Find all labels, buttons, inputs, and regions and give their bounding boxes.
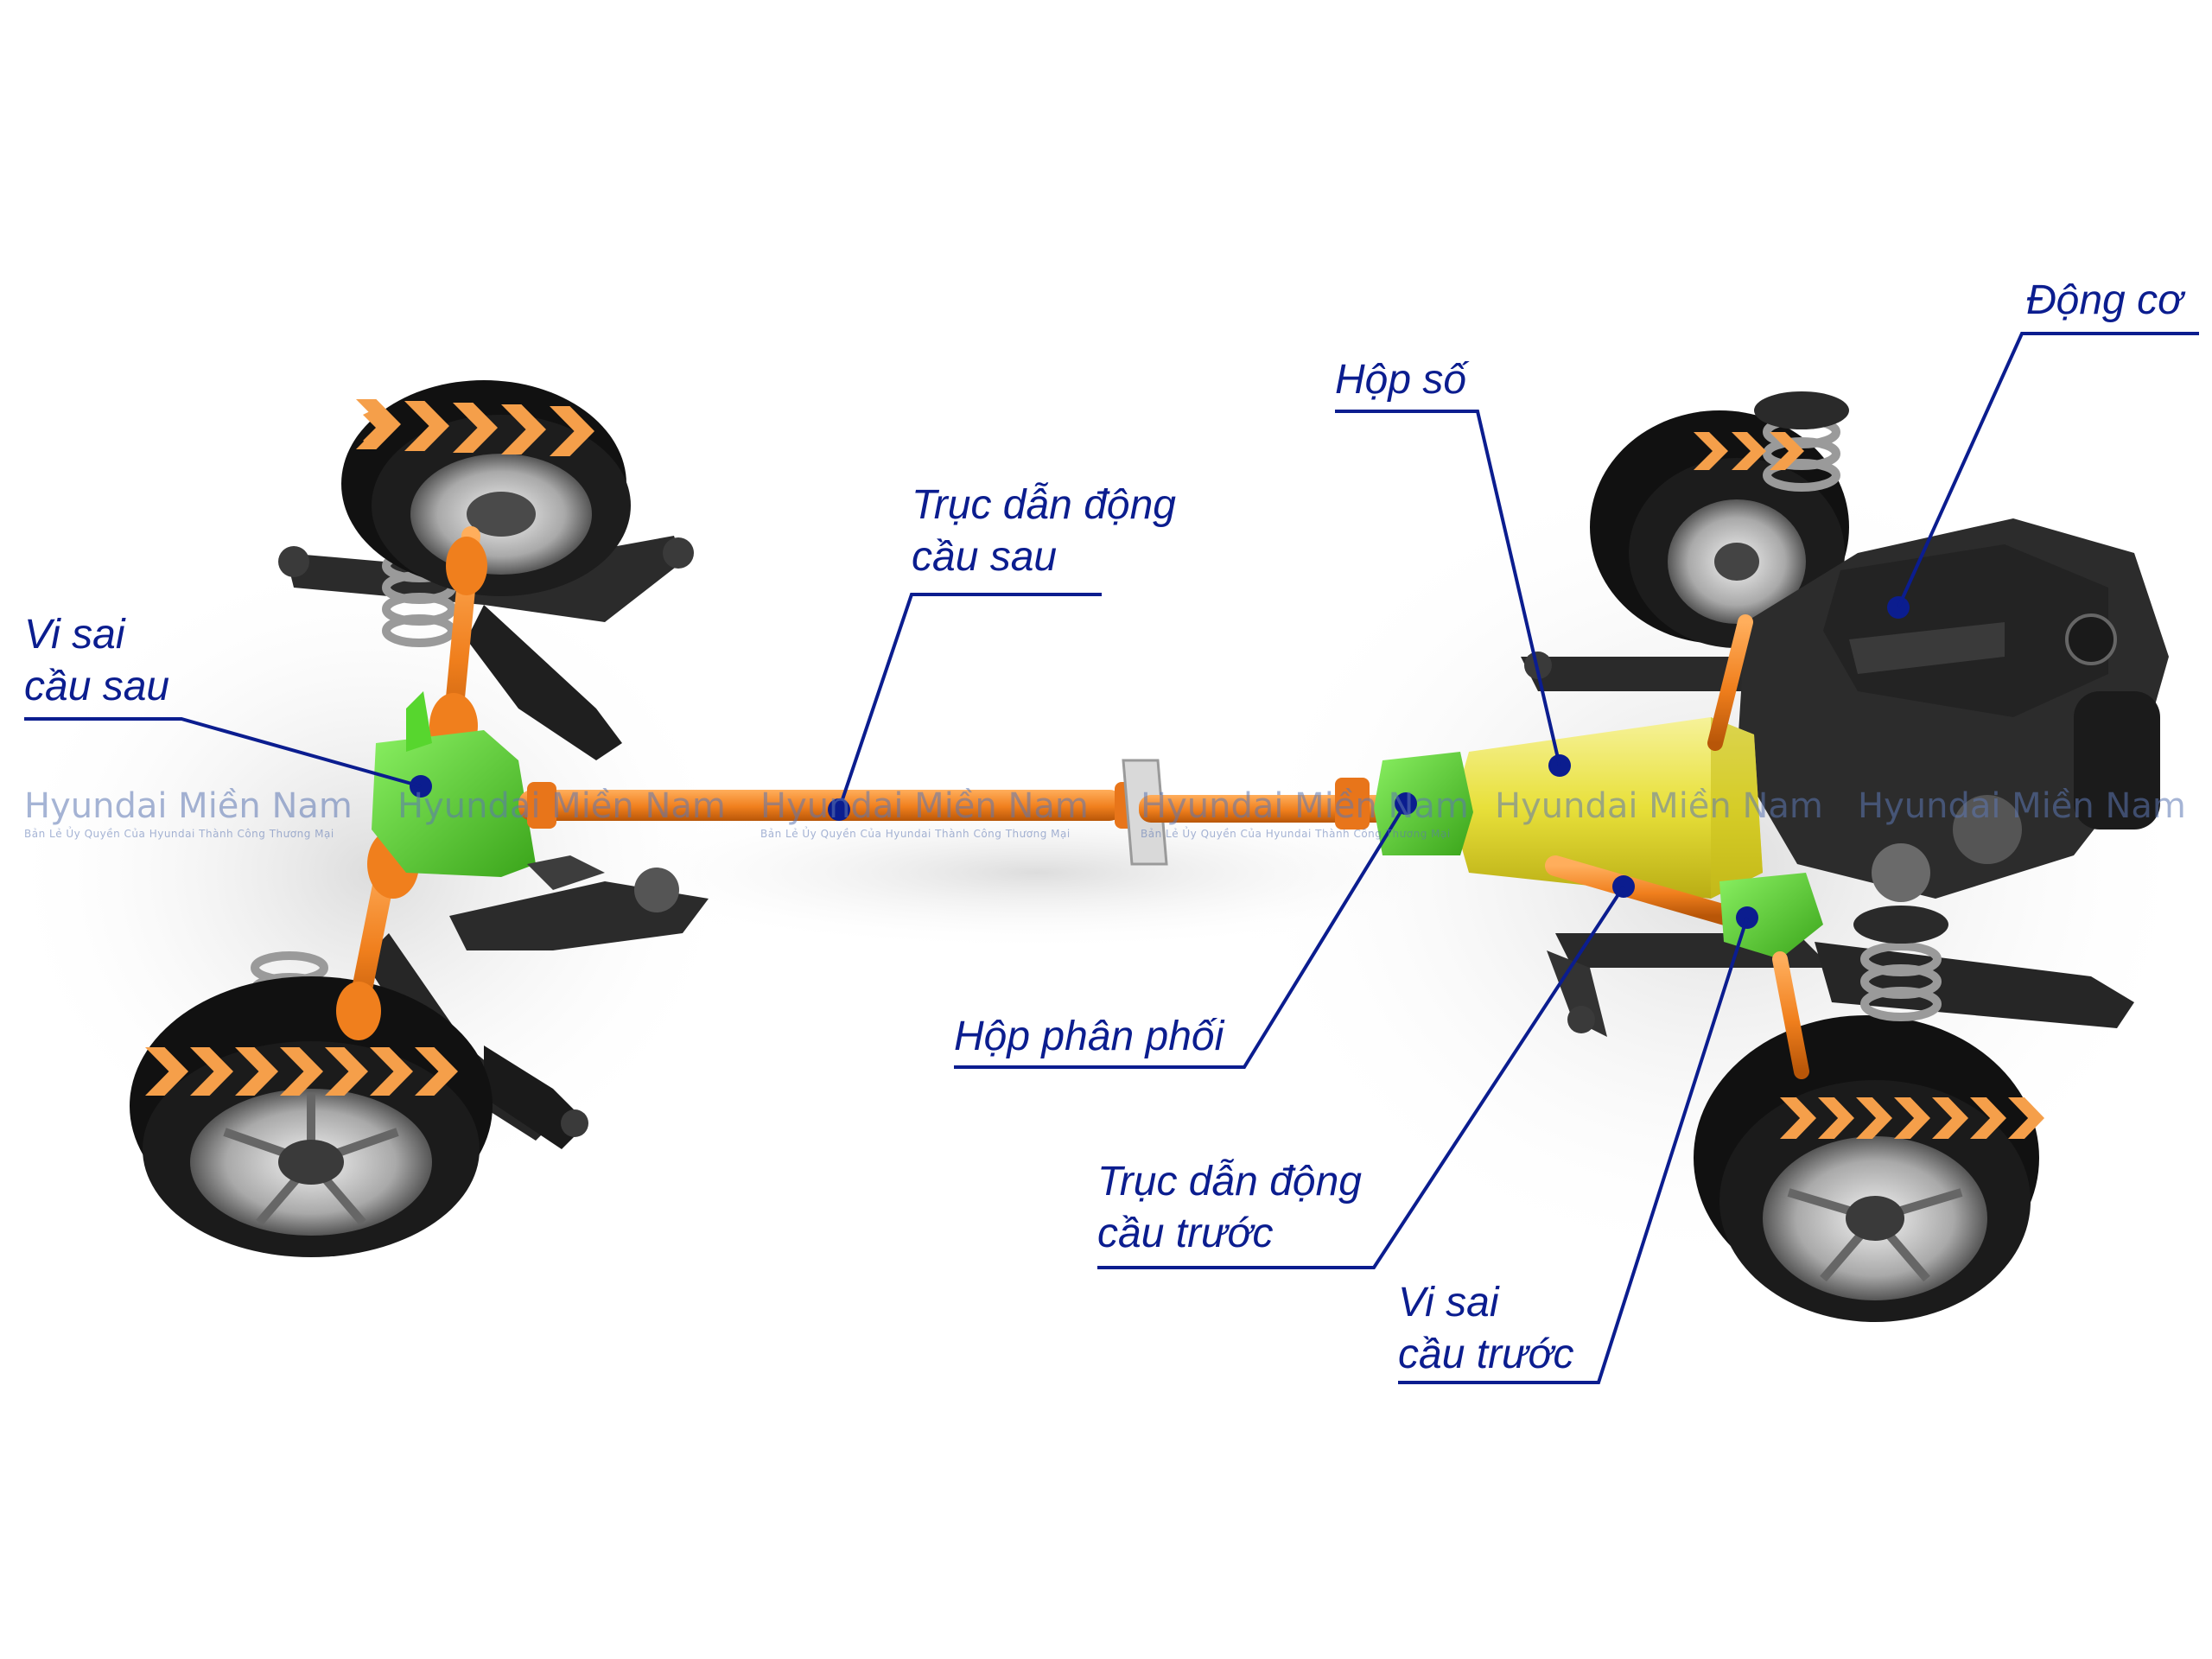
rear-left-wheel bbox=[341, 380, 631, 596]
watermark: Hyundai Miền Nam bbox=[1858, 786, 2186, 826]
chevron-mark bbox=[1932, 1097, 1968, 1139]
watermark: Hyundai Miền Nam bbox=[397, 786, 726, 826]
watermark: Hyundai Miền Nam Bản Lẻ Ủy Quyền Của Hyu… bbox=[760, 786, 1089, 840]
front-struts bbox=[1763, 416, 1942, 1021]
chevron-mark bbox=[1894, 1097, 1930, 1139]
chevron-mark bbox=[415, 1047, 458, 1096]
watermark: Hyundai Miền Nam Bản Lẻ Ủy Quyền Của Hyu… bbox=[24, 786, 353, 840]
leader-truc-cau-truoc bbox=[1097, 885, 1625, 1269]
front-strut-mounts bbox=[1754, 391, 1948, 944]
chevron-mark bbox=[356, 399, 401, 449]
front-differential bbox=[1707, 614, 1823, 1079]
chevron-mark bbox=[1856, 1097, 1892, 1139]
chevron-mark bbox=[2008, 1097, 2044, 1139]
label-vi-sai-cau-truoc: Vi sai cầu trước bbox=[1398, 1280, 1574, 1377]
chevron-mark bbox=[1694, 432, 1728, 470]
leader-hop-phan-phoi bbox=[954, 802, 1408, 1069]
rear-half-shafts bbox=[336, 526, 487, 1040]
label-dong-co: Động cơ bbox=[2026, 277, 2183, 323]
chevron-mark bbox=[1780, 1097, 1816, 1139]
chevron-mark bbox=[1732, 432, 1766, 470]
chevron-mark bbox=[190, 1047, 233, 1096]
chevron-mark bbox=[1818, 1097, 1854, 1139]
watermark: Hyundai Miền Nam Bản Lẻ Ủy Quyền Của Hyu… bbox=[1141, 786, 1469, 840]
leader-vi-sai-truoc bbox=[1398, 917, 1749, 1384]
leader-dong-co bbox=[1897, 332, 2199, 608]
chevron-mark bbox=[501, 404, 546, 454]
chevron-mark bbox=[453, 403, 498, 453]
chevron-mark bbox=[1970, 1097, 2006, 1139]
front-right-wheel bbox=[1694, 1015, 2039, 1322]
gearbox bbox=[1452, 717, 1763, 899]
chevron-mark bbox=[145, 1047, 188, 1096]
chevron-mark bbox=[1770, 432, 1804, 470]
transfer-case bbox=[1374, 752, 1473, 855]
chevron-mark bbox=[235, 1047, 278, 1096]
rear-right-wheel bbox=[130, 976, 493, 1257]
label-truc-dan-dong-cau-sau: Trục dẫn động cầu sau bbox=[912, 482, 1176, 580]
label-truc-dan-dong-cau-truoc: Trục dẫn động cầu trước bbox=[1097, 1159, 1362, 1256]
leader-truc-cau-sau bbox=[837, 593, 1102, 810]
watermark: Hyundai Miền Nam bbox=[1495, 786, 1823, 826]
tire-chevrons bbox=[145, 399, 2044, 1139]
chevron-mark bbox=[404, 401, 449, 451]
leader-lines bbox=[24, 332, 2199, 1384]
chevron-mark bbox=[370, 1047, 413, 1096]
label-hop-so: Hộp số bbox=[1335, 357, 1467, 403]
leader-vi-sai-sau bbox=[24, 717, 422, 788]
chevron-mark bbox=[325, 1047, 368, 1096]
engine-block bbox=[1737, 518, 2169, 902]
label-hop-phan-phoi: Hộp phân phối bbox=[954, 1014, 1224, 1059]
floor-shadow-shaft bbox=[588, 795, 1486, 950]
chevron-mark bbox=[550, 406, 594, 456]
chevron-mark bbox=[280, 1047, 323, 1096]
label-vi-sai-cau-sau: Vi sai cầu sau bbox=[24, 612, 170, 709]
leader-hop-so bbox=[1335, 410, 1561, 766]
